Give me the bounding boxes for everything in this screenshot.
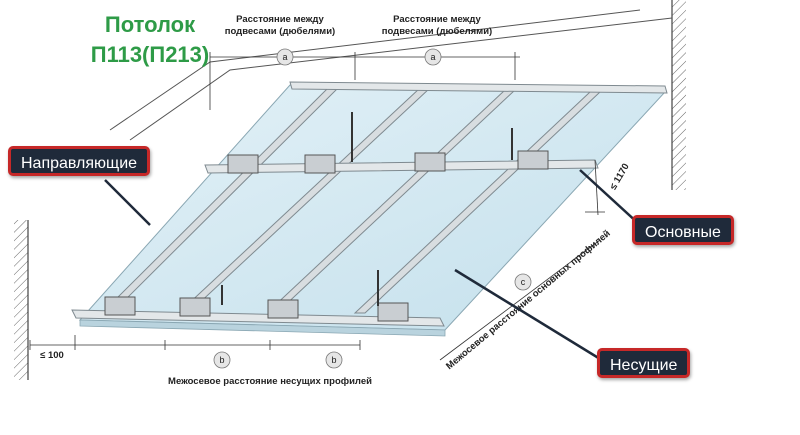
hanger-spacing-left-line1: Расстояние между (236, 14, 324, 25)
hanger-spacing-right-line2: подвесами (дюбелями) (382, 26, 492, 37)
main-profile-front (71, 309, 445, 327)
marker-a-circle (276, 48, 294, 66)
hanger-rods (221, 112, 513, 306)
connector (267, 299, 299, 319)
main-profiles (71, 81, 668, 327)
callout-leaders (104, 169, 641, 364)
callout-guides: Направляющие (8, 146, 151, 176)
connector (227, 154, 259, 174)
bearing-leader (454, 268, 606, 364)
connector (304, 154, 336, 174)
callout-main: Основные (632, 215, 734, 245)
hanger-spacing-right-line1: Расстояние между (393, 14, 481, 25)
main-profile-middle (204, 159, 599, 174)
marker-b-right: b (331, 355, 336, 365)
bearing-spacing-label: Межосевое расстояние несущих профилей (168, 376, 372, 387)
marker-b-left: b (219, 355, 224, 365)
main-leader (579, 169, 641, 226)
diagram-title: Потолок П113(П213) (50, 10, 250, 70)
marker-b-circle (325, 351, 343, 369)
wall-right (671, 0, 686, 190)
main-profile-back (289, 81, 668, 94)
connector (517, 150, 549, 170)
connectors (104, 150, 549, 322)
hanger-spacing-left-line2: подвесами (дюбелями) (225, 26, 335, 37)
title-line-1: Потолок (104, 12, 196, 37)
plasterboard-edge (79, 319, 446, 337)
wall-left (14, 220, 29, 380)
title-line-2: П113(П213) (90, 42, 210, 67)
connector (377, 302, 409, 322)
marker-c-circle (514, 273, 532, 291)
marker-b-circle (213, 351, 231, 369)
marker-c: c (521, 277, 526, 287)
connector (414, 152, 446, 172)
max-100-label: ≤ 100 (40, 350, 64, 361)
callout-bearing: Несущие (597, 348, 691, 378)
guides-leader (104, 179, 151, 226)
marker-a-right: a (430, 52, 435, 62)
max-1170-label: ≤ 1170 (608, 162, 632, 192)
marker-a-circle (424, 48, 442, 66)
marker-a-left: a (282, 52, 287, 62)
plasterboard (78, 84, 667, 331)
connector (179, 297, 211, 317)
connector (104, 296, 136, 316)
dimension-lines (29, 52, 605, 361)
